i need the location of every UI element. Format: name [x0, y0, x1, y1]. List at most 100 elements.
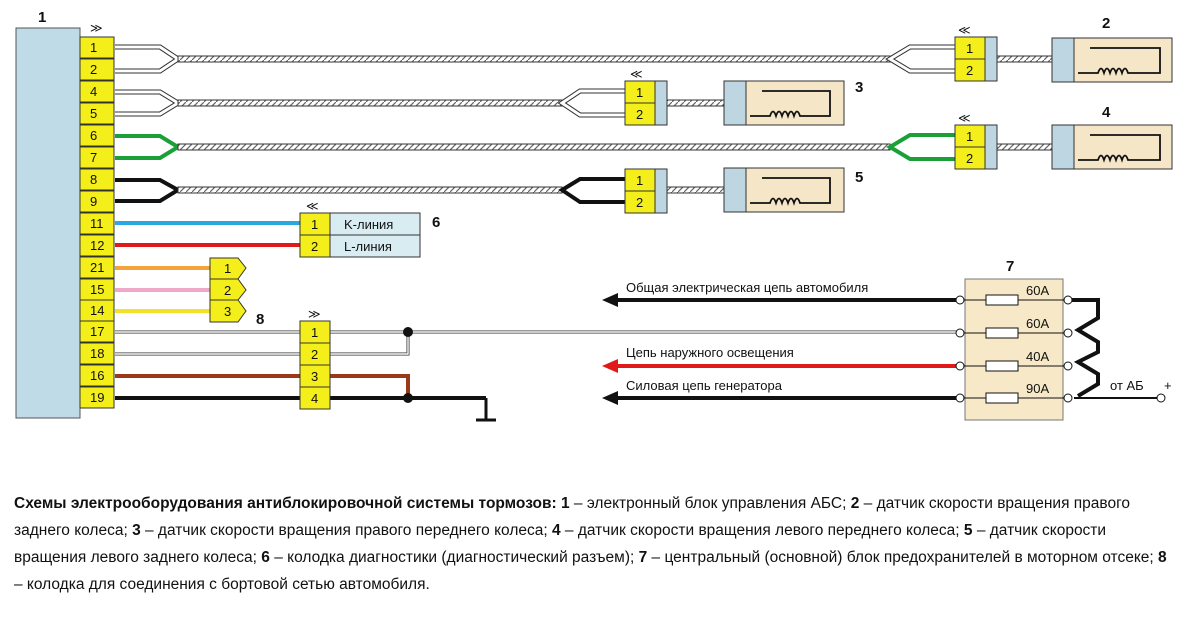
caption-title: Схемы электрооборудования антиблокировоч… [14, 495, 557, 512]
fuse-60a-2: 60A [955, 316, 1073, 339]
diag-number: 6 [432, 214, 440, 231]
caption-item-text: – электронный блок управления АБС; [569, 495, 851, 512]
coil-icon [750, 177, 831, 206]
caption-item-number: 4 [551, 522, 561, 539]
ecu-pin-label: 4 [90, 84, 97, 99]
connector-latch-icon: ≫ [308, 307, 321, 321]
ecu-pin-label: 15 [90, 282, 104, 297]
pin-label: 2 [311, 239, 318, 254]
caption-item-number: 5 [963, 522, 973, 539]
sensor-number: 5 [855, 169, 863, 186]
caption-item-text: – датчик скорости вращения правого задне… [14, 495, 1131, 539]
ecu-pin-label: 16 [90, 368, 104, 383]
fuse-40a: 40A [955, 349, 1073, 372]
ecu-pin-label: 8 [90, 172, 97, 187]
pin-label: 2 [966, 151, 973, 166]
sensor-front-right: ≪ 1 2 3 [624, 67, 863, 126]
battery-terminal [1156, 393, 1166, 403]
wire-pair-sensor-2 [115, 44, 1053, 74]
ecu-pin-label: 19 [90, 390, 104, 405]
ecu-pin-label: 1 [90, 40, 97, 55]
pin-label: 1 [224, 261, 231, 276]
junction-dot [403, 327, 413, 337]
ecu-pin-label: 6 [90, 128, 97, 143]
circuit-lighting-label: Цепь наружного освещения [626, 345, 794, 360]
fuse-90a: 90A [955, 381, 1073, 404]
wire-pair-sensor-4 [115, 133, 1053, 161]
sensor-front-left: ≪ 1 2 4 [954, 104, 1173, 170]
l-line-label: L-линия [344, 239, 392, 254]
wire-pin-18 [115, 332, 410, 356]
ecu-pin-label: 18 [90, 346, 104, 361]
pin-label: 1 [966, 129, 973, 144]
ecu-pin-cell [79, 146, 115, 169]
circuit-general-label: Общая электрическая цепь автомобиля [626, 280, 868, 295]
fuse-rating: 60A [1026, 283, 1049, 298]
connector-latch-icon: ≪ [958, 23, 971, 37]
ecu-pin-label: 9 [90, 194, 97, 209]
pin-label: 1 [636, 85, 643, 100]
ecu-pin-label: 21 [90, 260, 104, 275]
junction-dot [403, 393, 413, 403]
caption-item-text: – датчик скорости вращения левого передн… [560, 522, 964, 539]
arrow-generator-circuit [602, 391, 958, 405]
k-line-label: K-линия [344, 217, 393, 232]
fuse-rating: 40A [1026, 349, 1049, 364]
plus-sign: + [1164, 378, 1172, 393]
sensor-number: 4 [1102, 104, 1111, 121]
pin-label: 2 [311, 347, 318, 362]
pin-label: 2 [636, 195, 643, 210]
fuse-rating: 60A [1026, 316, 1049, 331]
pin-label: 1 [966, 41, 973, 56]
pin-label: 4 [311, 391, 318, 406]
caption: Схемы электрооборудования антиблокировоч… [14, 490, 1179, 598]
caption-item-number: 7 [638, 549, 648, 566]
caption-item-number: 1 [561, 495, 570, 512]
pin-label: 3 [311, 369, 318, 384]
ecu-pin-cell [79, 124, 115, 147]
sensor-rear-right: ≪ 1 2 2 [954, 15, 1173, 83]
fuse-60a-1: 60A [955, 283, 1073, 306]
battery-label: от АБ [1110, 378, 1144, 393]
ecu-pin-cell [79, 102, 115, 125]
coil-icon [750, 90, 831, 119]
ecu-pin-cell [79, 234, 115, 257]
pin-label: 1 [636, 173, 643, 188]
ecu-pin-label: 17 [90, 324, 104, 339]
ecu-pin-label: 12 [90, 238, 104, 253]
sensor-number: 3 [855, 79, 863, 96]
caption-item-text: – центральный (основной) блок предохрани… [647, 549, 1159, 566]
connector-latch-icon: ≪ [958, 111, 971, 125]
ecu-pin-label: 11 [90, 216, 104, 231]
pin-label: 2 [966, 63, 973, 78]
caption-item-text: – датчик скорости вращения правого перед… [140, 522, 552, 539]
ecu-pin-cell [79, 36, 115, 59]
ecu-pin-cell [79, 80, 115, 103]
connector-latch-icon: ≪ [630, 67, 643, 81]
coil-icon [1078, 47, 1161, 76]
ecu-pin-label: 7 [90, 150, 97, 165]
pin-label: 3 [224, 304, 231, 319]
arrow-lighting-circuit [602, 359, 958, 373]
ecu-pin-cell [79, 58, 115, 81]
ecu-number: 1 [38, 9, 46, 26]
ecu-pin-label: 2 [90, 62, 97, 77]
ecu-pin-cell [79, 190, 115, 213]
fuse-box: 7 60A 60A 40A [955, 258, 1172, 421]
caption-item-text: – колодка диагностики (диагностический р… [269, 549, 639, 566]
fuse-rating: 90A [1026, 381, 1049, 396]
caption-item-number: 8 [1158, 549, 1167, 566]
ecu-pin-cell [79, 320, 115, 343]
harness-connector: 1 2 3 8 ≫ 1 2 3 4 [209, 257, 331, 410]
ecu-pin-cell [79, 256, 115, 279]
fusebox-number: 7 [1006, 258, 1014, 275]
connector-latch-icon: ≫ [90, 21, 103, 35]
caption-item-number: 2 [850, 495, 860, 512]
ecu-pin-cell [79, 212, 115, 235]
caption-item-number: 6 [261, 549, 270, 566]
ground-symbol [476, 398, 496, 422]
sensor-number: 2 [1102, 15, 1110, 32]
sensor-rear-left: 1 2 5 [624, 167, 863, 214]
